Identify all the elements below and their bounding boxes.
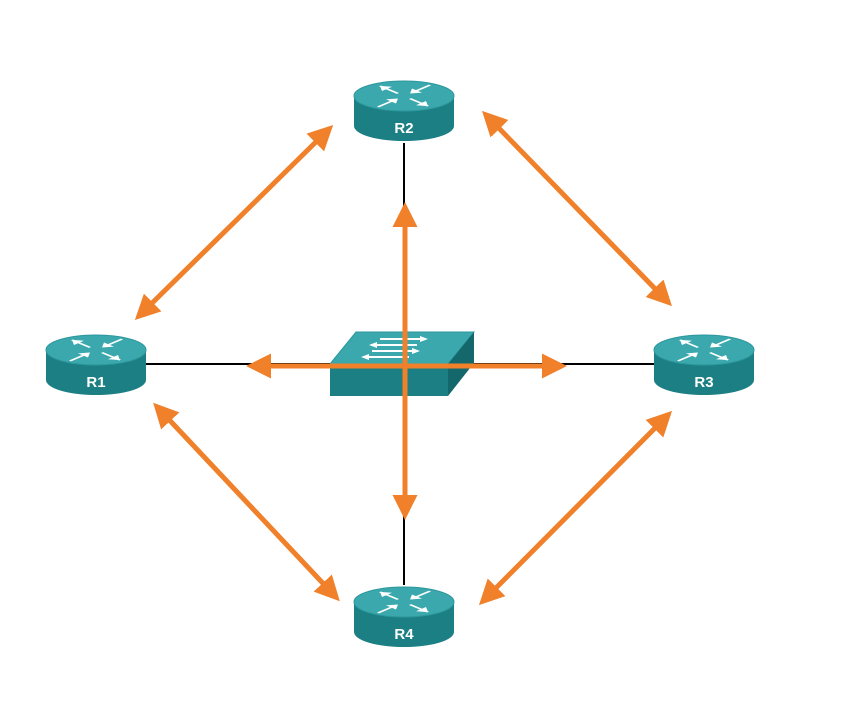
router-top [45, 334, 147, 366]
router-arrows-icon [376, 590, 432, 614]
flow-r4-r1 [153, 402, 340, 602]
router-label: R4 [394, 626, 414, 643]
flow-r1-r2 [134, 124, 334, 321]
flow-arrows [134, 110, 673, 606]
router-label: R2 [394, 120, 413, 137]
router-label: R1 [86, 374, 105, 391]
router-top [653, 334, 755, 366]
router-r2[interactable]: R2 [353, 80, 455, 141]
flow-r2-r3 [482, 110, 672, 307]
router-r1[interactable]: R1 [45, 334, 147, 395]
flow-r3-r4 [478, 410, 673, 606]
router-top [353, 586, 455, 618]
router-r3[interactable]: R3 [653, 334, 755, 395]
router-arrows-icon [676, 338, 732, 362]
router-arrows-icon [68, 338, 124, 362]
router-r4[interactable]: R4 [353, 586, 455, 647]
router-arrows-icon [376, 84, 432, 108]
switch-front [330, 364, 448, 396]
router-label: R3 [694, 374, 713, 391]
router-top [353, 80, 455, 112]
